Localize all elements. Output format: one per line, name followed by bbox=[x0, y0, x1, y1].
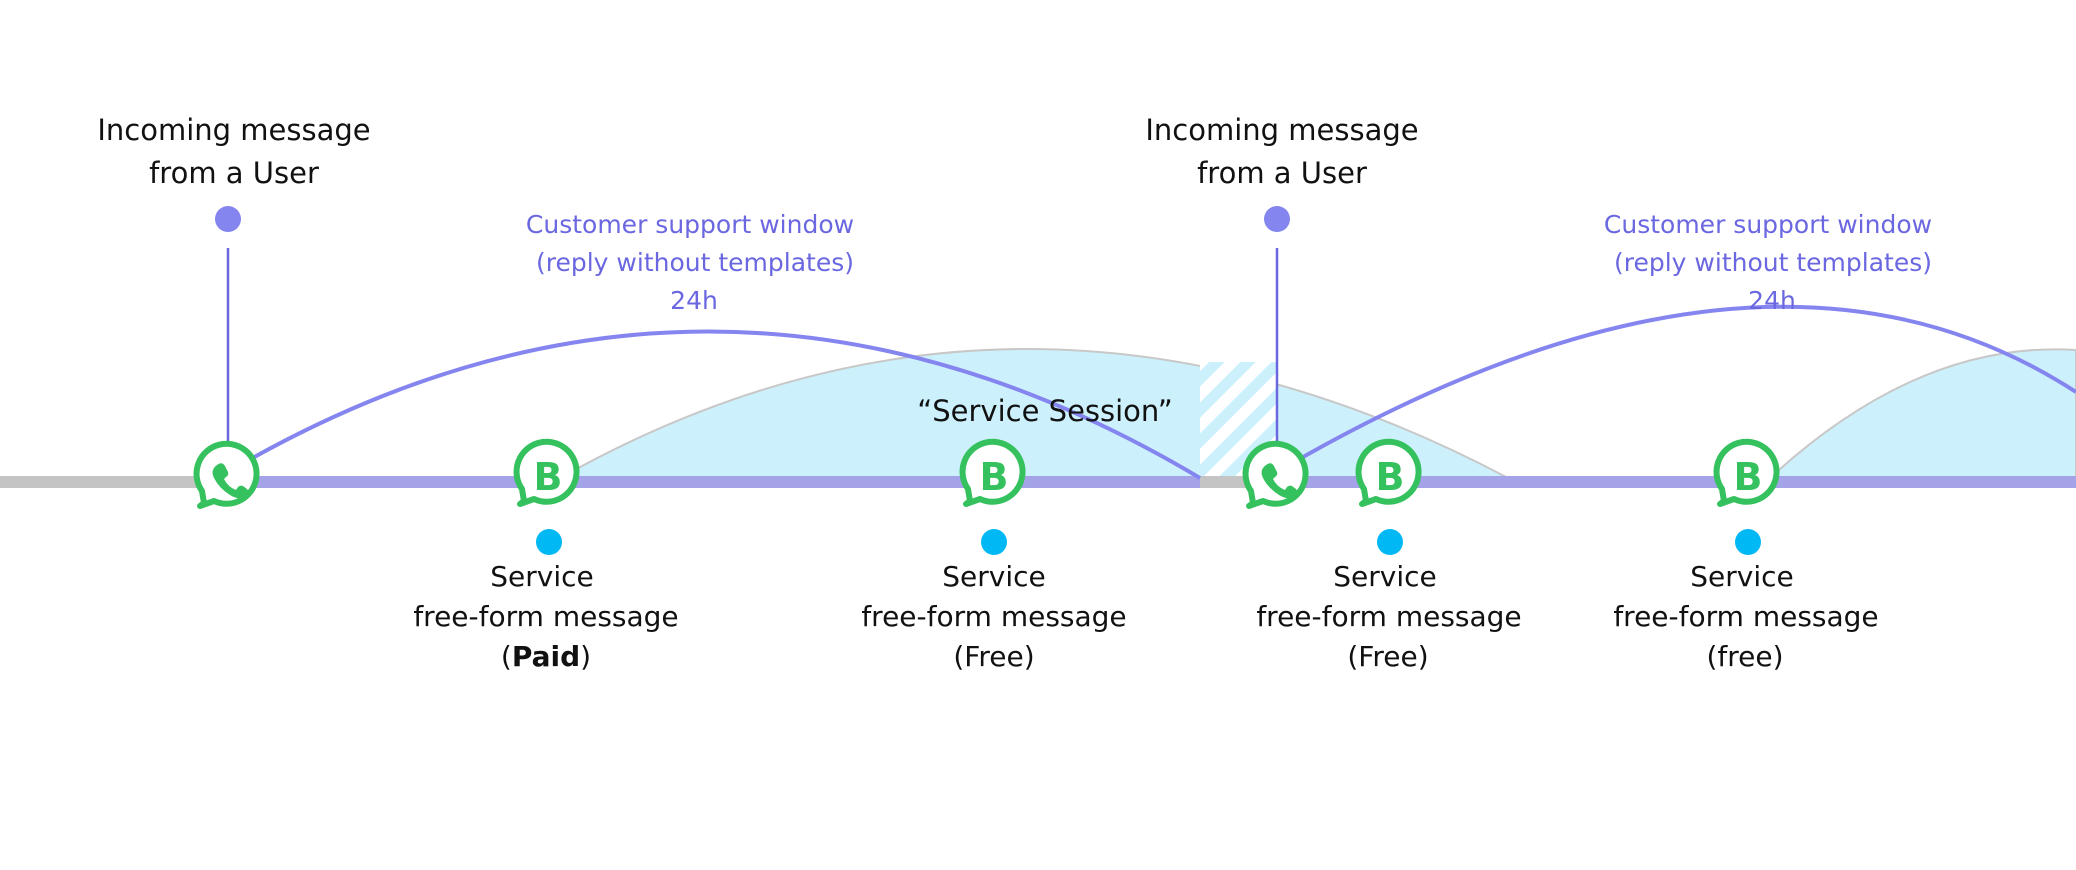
message-label-1-line3: (Paid) bbox=[501, 640, 591, 673]
service-session-area-2 bbox=[1767, 348, 2076, 479]
message-label-1-paid: Paid bbox=[512, 640, 580, 673]
message-label-1-line2: free-form message bbox=[413, 600, 678, 633]
business-letter: B bbox=[1734, 455, 1763, 499]
message-label-4-line1: Service bbox=[1690, 560, 1793, 593]
support-window-arc-1 bbox=[226, 329, 1202, 480]
message-label-1-open: ( bbox=[501, 640, 512, 673]
whatsapp-business-icon: B bbox=[1355, 438, 1422, 507]
whatsapp-phone-icon bbox=[1242, 440, 1309, 509]
window-label-1-line1: Customer support window bbox=[526, 210, 854, 239]
window-label-1-line2: (reply without templates) bbox=[536, 248, 854, 277]
window-label-2-line2: (reply without templates) bbox=[1614, 248, 1932, 277]
incoming-dot-2 bbox=[1264, 206, 1290, 232]
message-dot-3 bbox=[1377, 529, 1403, 555]
business-letter: B bbox=[980, 455, 1009, 499]
message-label-2-line3: (Free) bbox=[953, 640, 1034, 673]
message-label-2-line2: free-form message bbox=[861, 600, 1126, 633]
service-session-label: “Service Session” bbox=[917, 394, 1173, 428]
message-dot-4 bbox=[1735, 529, 1761, 555]
whatsapp-business-icon: B bbox=[1713, 438, 1780, 507]
business-letter: B bbox=[1376, 455, 1405, 499]
business-letter: B bbox=[534, 455, 563, 499]
message-dot-2 bbox=[981, 529, 1007, 555]
incoming-label-1-line1: Incoming message bbox=[97, 113, 370, 147]
message-label-4-line3: (free) bbox=[1706, 640, 1783, 673]
support-window-arc-2 bbox=[1275, 304, 2076, 474]
incoming-label-1-line2: from a User bbox=[149, 156, 319, 190]
window-label-2-line3: 24h bbox=[1748, 286, 1796, 315]
message-label-3-line1: Service bbox=[1333, 560, 1436, 593]
whatsapp-business-icon: B bbox=[959, 438, 1026, 507]
message-label-2-line1: Service bbox=[942, 560, 1045, 593]
whatsapp-phone-icon bbox=[193, 440, 260, 509]
message-dot-1 bbox=[536, 529, 562, 555]
window-label-1-line3: 24h bbox=[670, 286, 718, 315]
window-label-2-line1: Customer support window bbox=[1604, 210, 1932, 239]
message-label-4-line2: free-form message bbox=[1613, 600, 1878, 633]
timeline-window-bar-1 bbox=[228, 476, 1200, 488]
message-label-3-line3: (Free) bbox=[1347, 640, 1428, 673]
incoming-dot-1 bbox=[215, 206, 241, 232]
whatsapp-business-icon: B bbox=[513, 438, 580, 507]
message-label-1-close: ) bbox=[580, 640, 591, 673]
incoming-label-2-line1: Incoming message bbox=[1145, 113, 1418, 147]
incoming-label-2-line2: from a User bbox=[1197, 156, 1367, 190]
message-label-1-line1: Service bbox=[490, 560, 593, 593]
timeline-window-bar-2 bbox=[1277, 476, 2076, 488]
message-label-3-line2: free-form message bbox=[1256, 600, 1521, 633]
